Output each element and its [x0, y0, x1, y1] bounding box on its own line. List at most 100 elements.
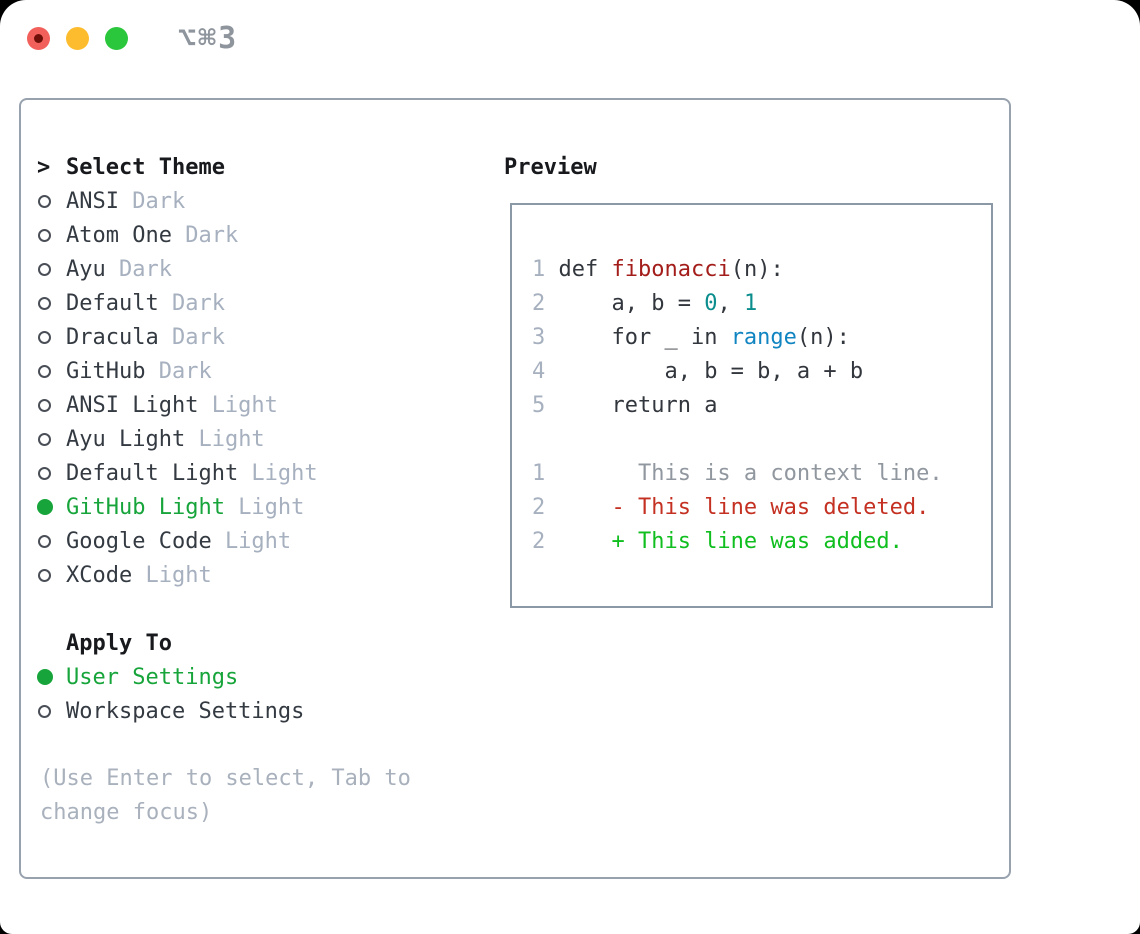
preview-label: Preview	[504, 154, 597, 180]
code-segment-num: 4	[532, 359, 546, 384]
theme-option-atom-one[interactable]: Atom One Dark	[35, 218, 485, 252]
theme-option-dracula[interactable]: Dracula Dark	[35, 320, 485, 354]
option-variant-label: Dark	[171, 290, 225, 316]
theme-list: > Select Theme ANSI Dark Atom One Dark A…	[35, 150, 485, 728]
option-label: Atom One	[66, 222, 172, 248]
option-variant-label: Light	[251, 460, 318, 486]
code-segment-num: 2	[532, 529, 546, 554]
code-segment-ctx: This is a context line.	[545, 461, 943, 486]
select-theme-header: > Select Theme	[35, 150, 485, 184]
theme-option-github[interactable]: GitHub Dark	[35, 354, 485, 388]
apply-to-label: Apply To	[66, 630, 172, 656]
code-segment-del: - This line was deleted.	[545, 495, 930, 520]
radio-icon	[38, 364, 51, 378]
radio-icon	[38, 228, 51, 242]
code-segment-lit: 1	[743, 291, 758, 316]
option-label: Ayu	[66, 256, 106, 282]
radio-icon	[38, 262, 51, 276]
option-label: Ayu Light	[66, 426, 186, 452]
option-variant-label: Dark	[158, 358, 212, 384]
code-segment-num: 1	[532, 257, 546, 282]
code-line: 2 a, b = 0, 1	[532, 287, 985, 321]
radio-icon	[38, 194, 51, 208]
theme-option-default[interactable]: Default Dark	[35, 286, 485, 320]
radio-icon	[38, 466, 51, 480]
code-segment-add: + This line was added.	[545, 529, 903, 554]
theme-option-github-light[interactable]: GitHub Light Light	[35, 490, 485, 524]
theme-option-xcode[interactable]: XCode Light	[35, 558, 485, 592]
code-segment-code: return a	[545, 393, 718, 418]
code-segment-num: 1	[532, 461, 546, 486]
select-theme-label: Select Theme	[66, 154, 225, 180]
code-segment-builtin: range	[730, 325, 797, 350]
apply-to-options: User Settings Workspace Settings	[35, 660, 485, 728]
theme-option-ansi[interactable]: ANSI Dark	[35, 184, 485, 218]
radio-icon	[38, 296, 51, 310]
selection-caret-icon: >	[37, 154, 51, 180]
theme-options: ANSI Dark Atom One Dark Ayu Dark Default…	[35, 184, 485, 592]
option-variant-label: Light	[224, 528, 292, 554]
spacer	[35, 592, 485, 626]
code-segment-code: ,	[717, 291, 744, 316]
hint-line-2: change focus)	[40, 800, 213, 825]
code-line: 2 + This line was added.	[532, 525, 985, 559]
code-segment-num: 3	[532, 325, 546, 350]
code-segment-code: (n):	[730, 257, 784, 282]
code-line: 1 This is a context line.	[532, 457, 985, 491]
radio-icon	[38, 568, 51, 582]
option-label: User Settings	[66, 664, 239, 690]
zoom-button[interactable]	[105, 26, 128, 50]
hint-line-1: (Use Enter to select, Tab to	[40, 766, 411, 791]
theme-option-default-light[interactable]: Default Light Light	[35, 456, 485, 490]
option-variant-label: Dark	[171, 324, 225, 350]
code-segment-fn: fibonacci	[611, 257, 731, 282]
apply-option-workspace-settings[interactable]: Workspace Settings	[35, 694, 485, 728]
code-segment-code: a, b = b, a + b	[545, 359, 864, 384]
option-label: ANSI	[66, 188, 119, 214]
option-label: Default Light	[66, 460, 239, 486]
theme-option-ayu[interactable]: Ayu Dark	[35, 252, 485, 286]
option-variant-label: Light	[145, 562, 212, 588]
option-label: Default	[66, 290, 159, 316]
theme-option-ayu-light[interactable]: Ayu Light Light	[35, 422, 485, 456]
radio-selected-icon	[37, 499, 53, 515]
option-variant-label: Dark	[185, 222, 239, 248]
window-title: ⌥⌘3	[178, 20, 239, 56]
blank-line	[532, 423, 985, 457]
apply-option-user-settings[interactable]: User Settings	[35, 660, 485, 694]
code-segment-code: a, b =	[545, 291, 705, 316]
code-line: 3 for _ in range(n):	[532, 321, 985, 355]
option-label: Workspace Settings	[66, 698, 305, 724]
radio-icon	[38, 432, 51, 446]
option-variant-label: Light	[238, 494, 305, 520]
option-variant-label: Light	[198, 426, 265, 452]
minimize-button[interactable]	[66, 26, 89, 50]
code-segment-code: def	[545, 257, 612, 282]
radio-icon	[38, 534, 51, 548]
code-segment-lit: 0	[704, 291, 718, 316]
option-variant-label: Dark	[132, 188, 186, 214]
code-segment-num: 2	[532, 495, 546, 520]
option-label: GitHub	[66, 358, 146, 384]
option-variant-label: Dark	[118, 256, 172, 282]
code-segment-num: 5	[532, 393, 546, 418]
code-segment-code: (n):	[796, 325, 850, 350]
titlebar: ⌥⌘3	[27, 21, 238, 56]
unsaved-dot-icon	[34, 33, 43, 43]
option-label: XCode	[66, 562, 133, 588]
theme-option-google-code[interactable]: Google Code Light	[35, 524, 485, 558]
apply-to-header: Apply To	[35, 626, 485, 660]
code-segment-num: 2	[532, 291, 546, 316]
theme-option-ansi-light[interactable]: ANSI Light Light	[35, 388, 485, 422]
theme-panel: > Select Theme ANSI Dark Atom One Dark A…	[19, 98, 1011, 879]
code-segment-code: for _ in	[545, 325, 731, 350]
option-variant-label: Light	[211, 392, 278, 418]
close-button[interactable]	[27, 26, 50, 50]
option-label: ANSI Light	[66, 392, 199, 418]
option-label: GitHub Light	[66, 494, 225, 520]
option-label: Google Code	[66, 528, 212, 554]
code-line: 2 - This line was deleted.	[532, 491, 985, 525]
